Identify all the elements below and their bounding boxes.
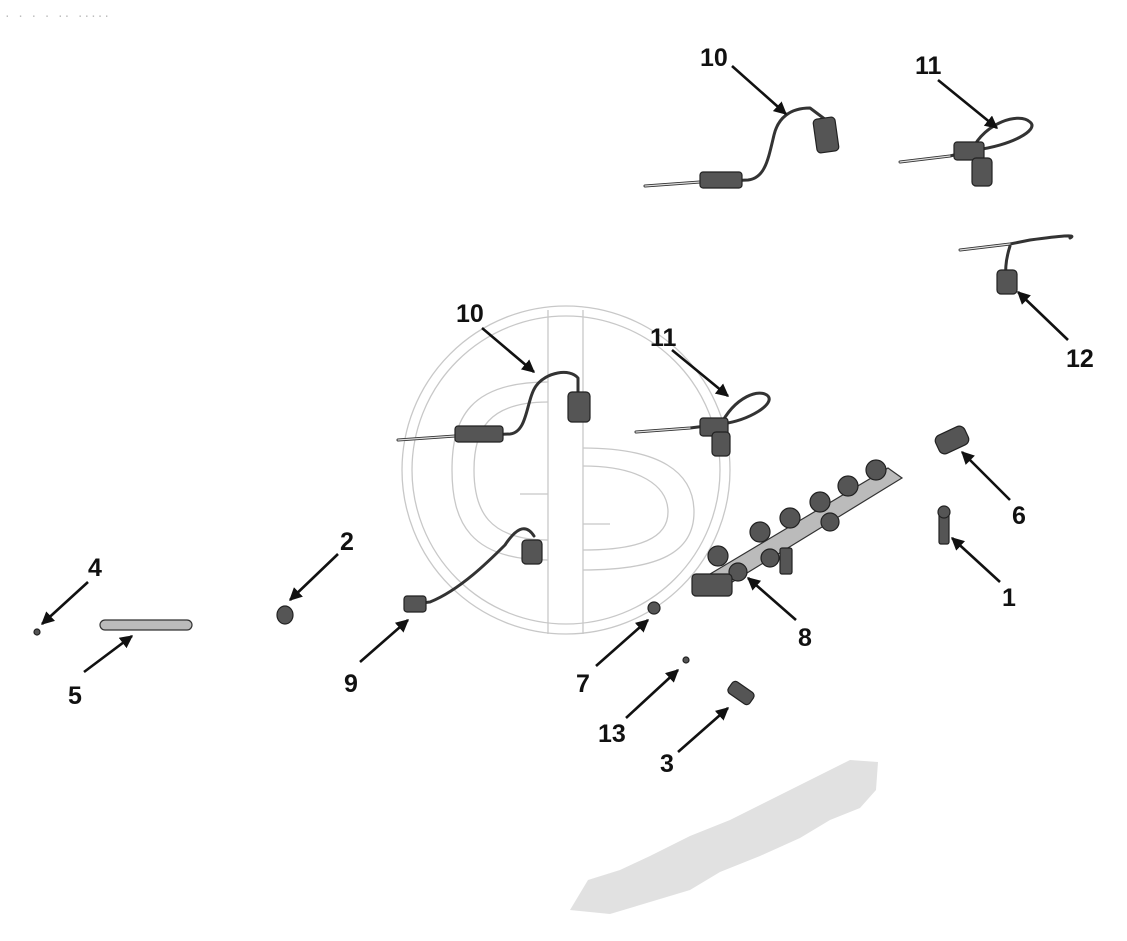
nut-7 bbox=[647, 601, 661, 615]
callout-5: 5 bbox=[68, 682, 82, 710]
leader-arrows bbox=[41, 65, 1069, 753]
callout-4: 4 bbox=[88, 554, 102, 582]
callout-10-top: 10 bbox=[700, 44, 728, 72]
callout-11-mid: 11 bbox=[650, 324, 677, 352]
fuel-line-10-top bbox=[643, 106, 840, 189]
callout-8: 8 bbox=[798, 624, 812, 652]
callout-1: 1 bbox=[1002, 584, 1016, 612]
callout-13: 13 bbox=[598, 720, 626, 748]
fitting-2 bbox=[276, 605, 294, 625]
callout-3: 3 bbox=[660, 750, 674, 778]
sensor-6 bbox=[934, 425, 970, 455]
engine-block-ghost bbox=[570, 760, 878, 914]
callout-10-mid: 10 bbox=[456, 300, 484, 328]
callout-11-top: 11 bbox=[915, 52, 942, 80]
fuel-rail-8 bbox=[691, 459, 904, 597]
callout-2: 2 bbox=[340, 528, 354, 556]
fuel-line-9 bbox=[403, 527, 543, 613]
bolt-1 bbox=[937, 505, 951, 545]
callout-12: 12 bbox=[1066, 345, 1094, 373]
fuel-line-11-top bbox=[898, 116, 1034, 187]
callout-7: 7 bbox=[576, 670, 590, 698]
fuel-line-11-mid bbox=[634, 391, 771, 457]
callout-6: 6 bbox=[1012, 502, 1026, 530]
ball-13 bbox=[682, 656, 690, 664]
ball-4 bbox=[33, 628, 41, 636]
fuel-line-10-mid bbox=[396, 370, 591, 443]
callout-9: 9 bbox=[344, 670, 358, 698]
header-scribble: · · · · ·· ····· bbox=[4, 10, 110, 23]
pin-5 bbox=[99, 619, 193, 631]
fuel-line-12 bbox=[958, 234, 1074, 295]
watermark-logo bbox=[401, 305, 731, 635]
connector-3 bbox=[727, 680, 755, 706]
